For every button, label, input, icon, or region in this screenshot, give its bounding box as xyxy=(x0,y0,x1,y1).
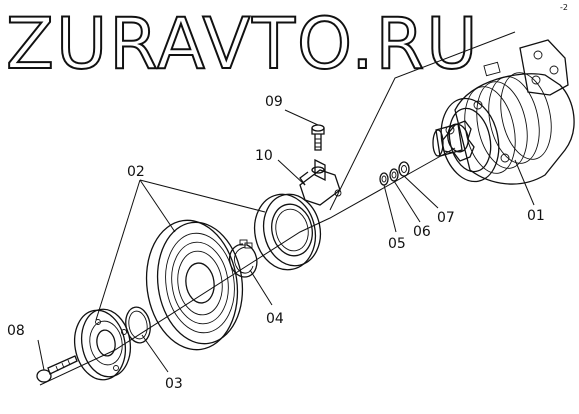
compressor-part-01 xyxy=(432,39,575,185)
callout-04: 04 xyxy=(266,311,284,327)
callout-02: 02 xyxy=(127,164,145,180)
washer-part-07 xyxy=(398,161,410,177)
bracket-part-10 xyxy=(299,158,342,206)
corner-mark: -2 xyxy=(560,3,568,12)
callout-07: 07 xyxy=(437,210,455,226)
callout-06: 06 xyxy=(413,224,431,240)
watermark-text: ZURAVTO.RU xyxy=(6,3,479,85)
pulley-part-02 xyxy=(145,219,244,351)
washer-part-05 xyxy=(379,172,389,186)
snap-ring-part-04 xyxy=(228,239,258,278)
hub-plate-part-02 xyxy=(73,308,132,381)
callout-01: 01 xyxy=(527,208,545,224)
callout-03: 03 xyxy=(165,376,183,392)
callout-05: 05 xyxy=(388,236,406,252)
bolt-part-08 xyxy=(36,355,78,383)
center-axis xyxy=(39,31,516,386)
leader-lines xyxy=(37,109,535,373)
callout-09: 09 xyxy=(265,94,283,110)
screw-part-09 xyxy=(311,124,325,151)
washer-part-06 xyxy=(389,168,399,182)
callout-10: 10 xyxy=(255,148,273,164)
shim-part-03 xyxy=(125,306,151,344)
field-coil-part-02 xyxy=(253,193,322,271)
callout-08: 08 xyxy=(7,323,25,339)
